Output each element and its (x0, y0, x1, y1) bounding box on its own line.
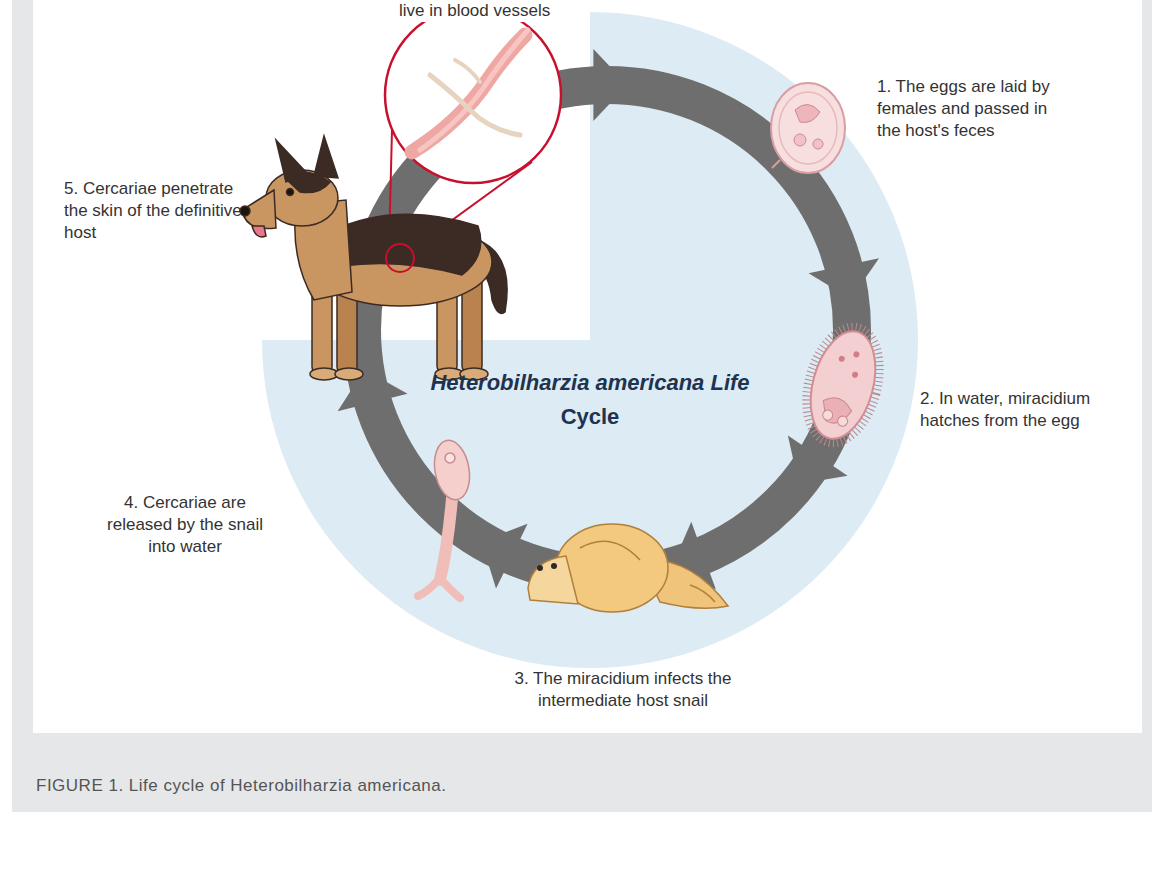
miracidium-figure (795, 319, 891, 451)
cycle-arrowhead (481, 524, 527, 589)
stage-label: 4. Cercariae are released by the snail i… (96, 492, 274, 558)
panel-ground (33, 0, 1142, 733)
cycle-arrowhead (593, 49, 627, 121)
zoom-spot (386, 244, 414, 272)
zoom-caption: live in blood vessels (395, 0, 554, 22)
stage-label: 5. Cercariae penetrate the skin of the d… (64, 178, 258, 244)
cycle-arrowhead (809, 258, 879, 299)
egg-figure (771, 83, 845, 173)
stage-label: 2. In water, miracidium hatches from the… (920, 388, 1135, 432)
cercaria-figure (418, 438, 474, 598)
snail-figure (528, 524, 728, 612)
frame-ground (12, 0, 1152, 812)
zoom-circle (385, 7, 561, 183)
stage-label: 1. The eggs are laid by females and pass… (877, 76, 1067, 142)
stage-label: 3. The miracidium infects the intermedia… (492, 668, 754, 712)
cycle-arrowhead (788, 436, 848, 484)
figure-caption: FIGURE 1. Life cycle of Heterobilharzia … (36, 775, 447, 797)
diagram-title: Heterobilharzia americana Life Cycle (422, 366, 758, 434)
adult-worms (412, 30, 528, 152)
